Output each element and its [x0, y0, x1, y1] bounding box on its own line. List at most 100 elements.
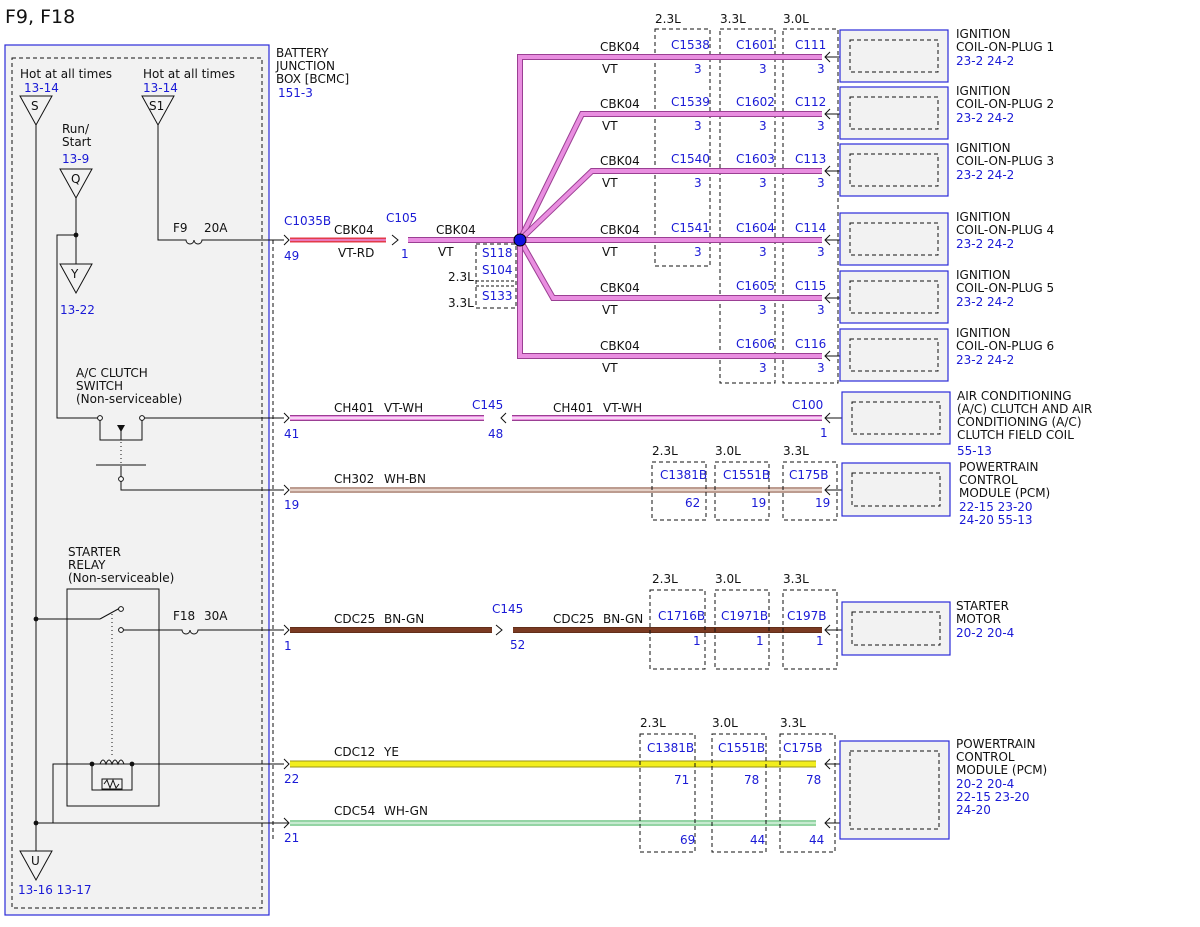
coil-conn-30-5[interactable]: C115 — [795, 279, 826, 293]
pcm1-conn-1[interactable]: C1381B — [660, 468, 707, 482]
c145-connector-starter[interactable]: C145 — [492, 602, 523, 616]
ac-switch-output-contact — [118, 476, 124, 482]
pcm2-engine-3: 3.3L — [780, 716, 806, 730]
coil-refs-6[interactable]: 23-2 24-2 — [956, 353, 1014, 367]
coil-arrow-5 — [824, 292, 840, 304]
coil-refs-4[interactable]: 23-2 24-2 — [956, 237, 1014, 251]
starter-arrow — [824, 624, 842, 636]
ac-ref[interactable]: 55-13 — [957, 444, 992, 458]
splice-s133[interactable]: S133 — [482, 289, 513, 303]
pcm1-conn-3[interactable]: C175B — [789, 468, 829, 482]
coil-pin-30-2: 3 — [817, 119, 825, 133]
c100-connector[interactable]: C100 — [792, 398, 823, 412]
coil-conn-23-2[interactable]: C1539 — [671, 95, 710, 109]
coil-arrow-1 — [824, 51, 840, 63]
ac-switch-contacts — [99, 417, 284, 441]
coil-conn-33-2[interactable]: C1602 — [736, 95, 775, 109]
hot-ref-2[interactable]: 13-14 — [143, 81, 178, 95]
starter-conn-2[interactable]: C1971B — [721, 609, 768, 623]
pcm2-arrow-a — [824, 758, 840, 770]
ac-switch-line1: A/C CLUTCH — [76, 366, 148, 380]
coil-conn-33-1[interactable]: C1601 — [736, 38, 775, 52]
coil-conn-23-3[interactable]: C1540 — [671, 152, 710, 166]
starter-conn-3[interactable]: C197B — [787, 609, 827, 623]
cbk04-circuit-label-2: CBK04 — [436, 223, 476, 237]
coil-conn-23-1[interactable]: C1538 — [671, 38, 710, 52]
cdc12-bjb-pin: 22 — [284, 772, 299, 786]
cbk04-circuit-label-1: CBK04 — [334, 223, 374, 237]
harness-branch-5 — [518, 239, 822, 300]
starter-conn-1[interactable]: C1716B — [658, 609, 705, 623]
pcm1-refs-2[interactable]: 24-20 55-13 — [959, 513, 1033, 527]
harness-branch-1 — [518, 55, 822, 240]
c1035b-arrow — [283, 234, 290, 246]
coil-refs-2[interactable]: 23-2 24-2 — [956, 111, 1014, 125]
ch401-circuit-2: CH401 — [553, 401, 593, 415]
coil-conn-30-6[interactable]: C116 — [795, 337, 826, 351]
starter-refs[interactable]: 20-2 20-4 — [956, 626, 1014, 640]
bjb-ref[interactable]: 151-3 — [278, 86, 313, 100]
pcm2-conn-2[interactable]: C1551B — [718, 741, 765, 755]
splice-s118[interactable]: S118 — [482, 246, 513, 260]
pcm1-refs-1[interactable]: 22-15 23-20 — [959, 500, 1033, 514]
pcm1-conn-2[interactable]: C1551B — [723, 468, 770, 482]
coil-color-6: VT — [602, 361, 618, 375]
pcm2-engine-2: 3.0L — [712, 716, 738, 730]
runstart-ref[interactable]: 13-9 — [62, 152, 89, 166]
coil-refs-5[interactable]: 23-2 24-2 — [956, 295, 1014, 309]
ac-switch-line2: SWITCH — [76, 379, 123, 393]
coil-conn-33-6[interactable]: C1606 — [736, 337, 775, 351]
coil-conn-23-4[interactable]: C1541 — [671, 221, 710, 235]
starter-relay-line2: RELAY — [68, 558, 106, 572]
pcm2-conn-3[interactable]: C175B — [783, 741, 823, 755]
splice-node[interactable] — [513, 233, 527, 247]
c145-pin-starter: 52 — [510, 638, 525, 652]
cbk04-color-label-2: VT — [438, 245, 454, 259]
ch401-circuit-1: CH401 — [334, 401, 374, 415]
coil-arrow-6 — [824, 350, 840, 362]
pcm1-circuit: 19 CH302 WH-BN 2.3L 3.0L 3.3L C1381B C15… — [283, 444, 1050, 527]
cdc25-circuit-1: CDC25 — [334, 612, 375, 626]
coil-conn-33-5[interactable]: C1605 — [736, 279, 775, 293]
pcm2-pin-a-1: 71 — [674, 773, 689, 787]
ac-clutch-circuit: 41 CH401 VT-WH C145 48 CH401 VT-WH C100 … — [283, 389, 1092, 458]
runstart-line1: Run/ — [62, 122, 90, 136]
coil-conn-33-3[interactable]: C1603 — [736, 152, 775, 166]
coil-name2-5: COIL-ON-PLUG 5 — [956, 281, 1054, 295]
terminal-s1-label: S1 — [149, 99, 164, 113]
hot-ref-1[interactable]: 13-14 — [24, 81, 59, 95]
coil-color-4: VT — [602, 245, 618, 259]
ac-name-3: CONDITIONING (A/C) — [957, 415, 1082, 429]
coil-refs-3[interactable]: 23-2 24-2 — [956, 168, 1014, 182]
c145-pin-ac: 48 — [488, 427, 503, 441]
terminal-u-refs[interactable]: 13-16 13-17 — [18, 883, 92, 897]
coil-conn-30-3[interactable]: C113 — [795, 152, 826, 166]
pcm1-arrow — [824, 484, 842, 496]
coil-refs-1[interactable]: 23-2 24-2 — [956, 54, 1014, 68]
harness-branch-edge-5 — [517, 238, 822, 301]
cdc54-bjb-arrow — [283, 817, 290, 829]
top-circuit: C1035B 49 CBK04 VT-RD C105 1 CBK04 VT S1… — [283, 12, 1054, 384]
pcm1-pin-1: 62 — [685, 496, 700, 510]
pcm1-bjb-arrow — [283, 484, 290, 496]
starter-relay-blade — [99, 607, 121, 620]
pcm1-bjb-pin: 19 — [284, 498, 299, 512]
starter-relay-box — [66, 588, 160, 807]
pcm2-refs-3[interactable]: 24-20 — [956, 803, 991, 817]
coil-conn-30-1[interactable]: C111 — [795, 38, 826, 52]
pcm2-conn-1[interactable]: C1381B — [647, 741, 694, 755]
pcm2-refs-2[interactable]: 22-15 23-20 — [956, 790, 1030, 804]
coil-circuit-4: CBK04 — [600, 223, 640, 237]
c105-connector[interactable]: C105 — [386, 211, 417, 225]
ch302-color: WH-BN — [384, 472, 426, 486]
pcm2-refs-1[interactable]: 20-2 20-4 — [956, 777, 1014, 791]
coil-conn-33-4[interactable]: C1604 — [736, 221, 775, 235]
c145-connector-ac[interactable]: C145 — [472, 398, 503, 412]
terminal-y-ref[interactable]: 13-22 — [60, 303, 95, 317]
c1035b-connector[interactable]: C1035B — [284, 214, 331, 228]
terminal-y-symbol — [59, 263, 93, 295]
coil-conn-30-4[interactable]: C114 — [795, 221, 826, 235]
splice-s104[interactable]: S104 — [482, 263, 513, 277]
coil-conn-30-2[interactable]: C112 — [795, 95, 826, 109]
pcm2-col-1 — [639, 733, 696, 853]
